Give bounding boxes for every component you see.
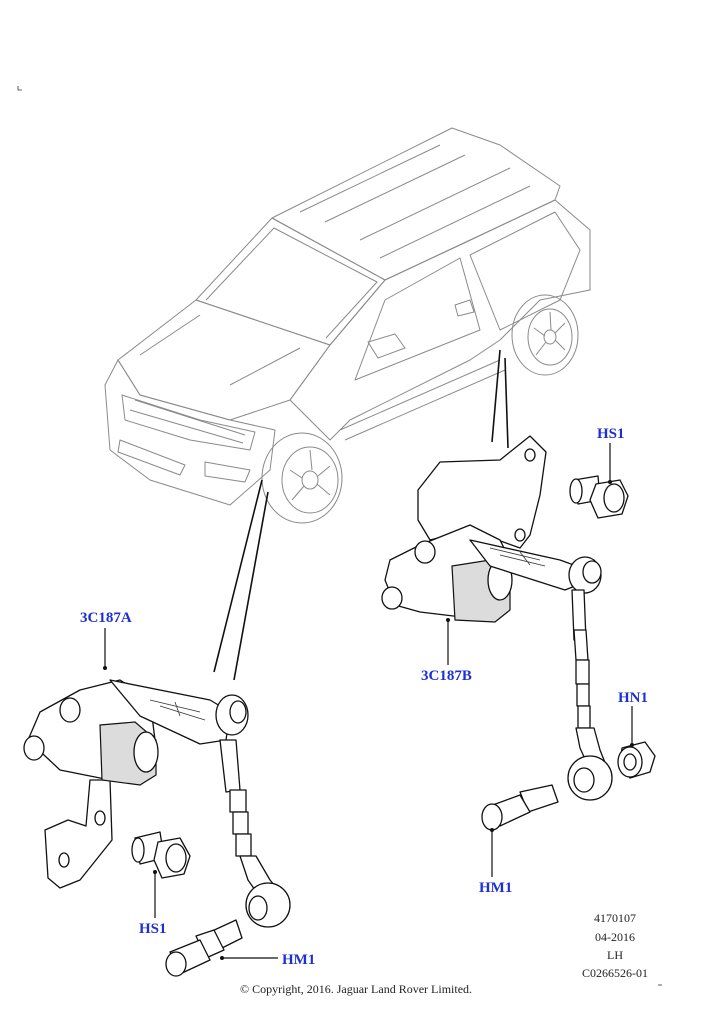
nut-hn1 (617, 741, 656, 779)
bolt-hs1-top (569, 475, 629, 519)
vehicle-leader-lines (213, 349, 509, 681)
vehicle-illustration (104, 127, 591, 524)
bolt-hs1-bottom (131, 831, 191, 879)
callout-hm1-bottom: HM1 (282, 952, 316, 968)
sensor-3c187a (23, 679, 291, 928)
callout-3c187b: 3C187B (421, 668, 472, 684)
diagram-number: 4170107 (594, 911, 636, 925)
sensor-3c187b (381, 435, 613, 801)
stud-hm1-right (481, 784, 559, 831)
diagram-date: 04-2016 (595, 930, 635, 944)
diagram-side: LH (607, 948, 623, 962)
diagram-code: C0266526-01 (582, 966, 648, 980)
callout-leaders (103, 443, 634, 960)
stud-hm1-bottom (165, 919, 243, 977)
corner-mark-top-left (17, 86, 22, 91)
callout-hs1-bottom: HS1 (139, 921, 167, 937)
callout-hn1: HN1 (618, 690, 648, 706)
copyright-notice: © Copyright, 2016. Jaguar Land Rover Lim… (239, 982, 473, 996)
callout-3c187a: 3C187A (80, 610, 132, 626)
callout-hm1-right: HM1 (479, 880, 513, 896)
callout-hs1-top: HS1 (597, 426, 625, 442)
